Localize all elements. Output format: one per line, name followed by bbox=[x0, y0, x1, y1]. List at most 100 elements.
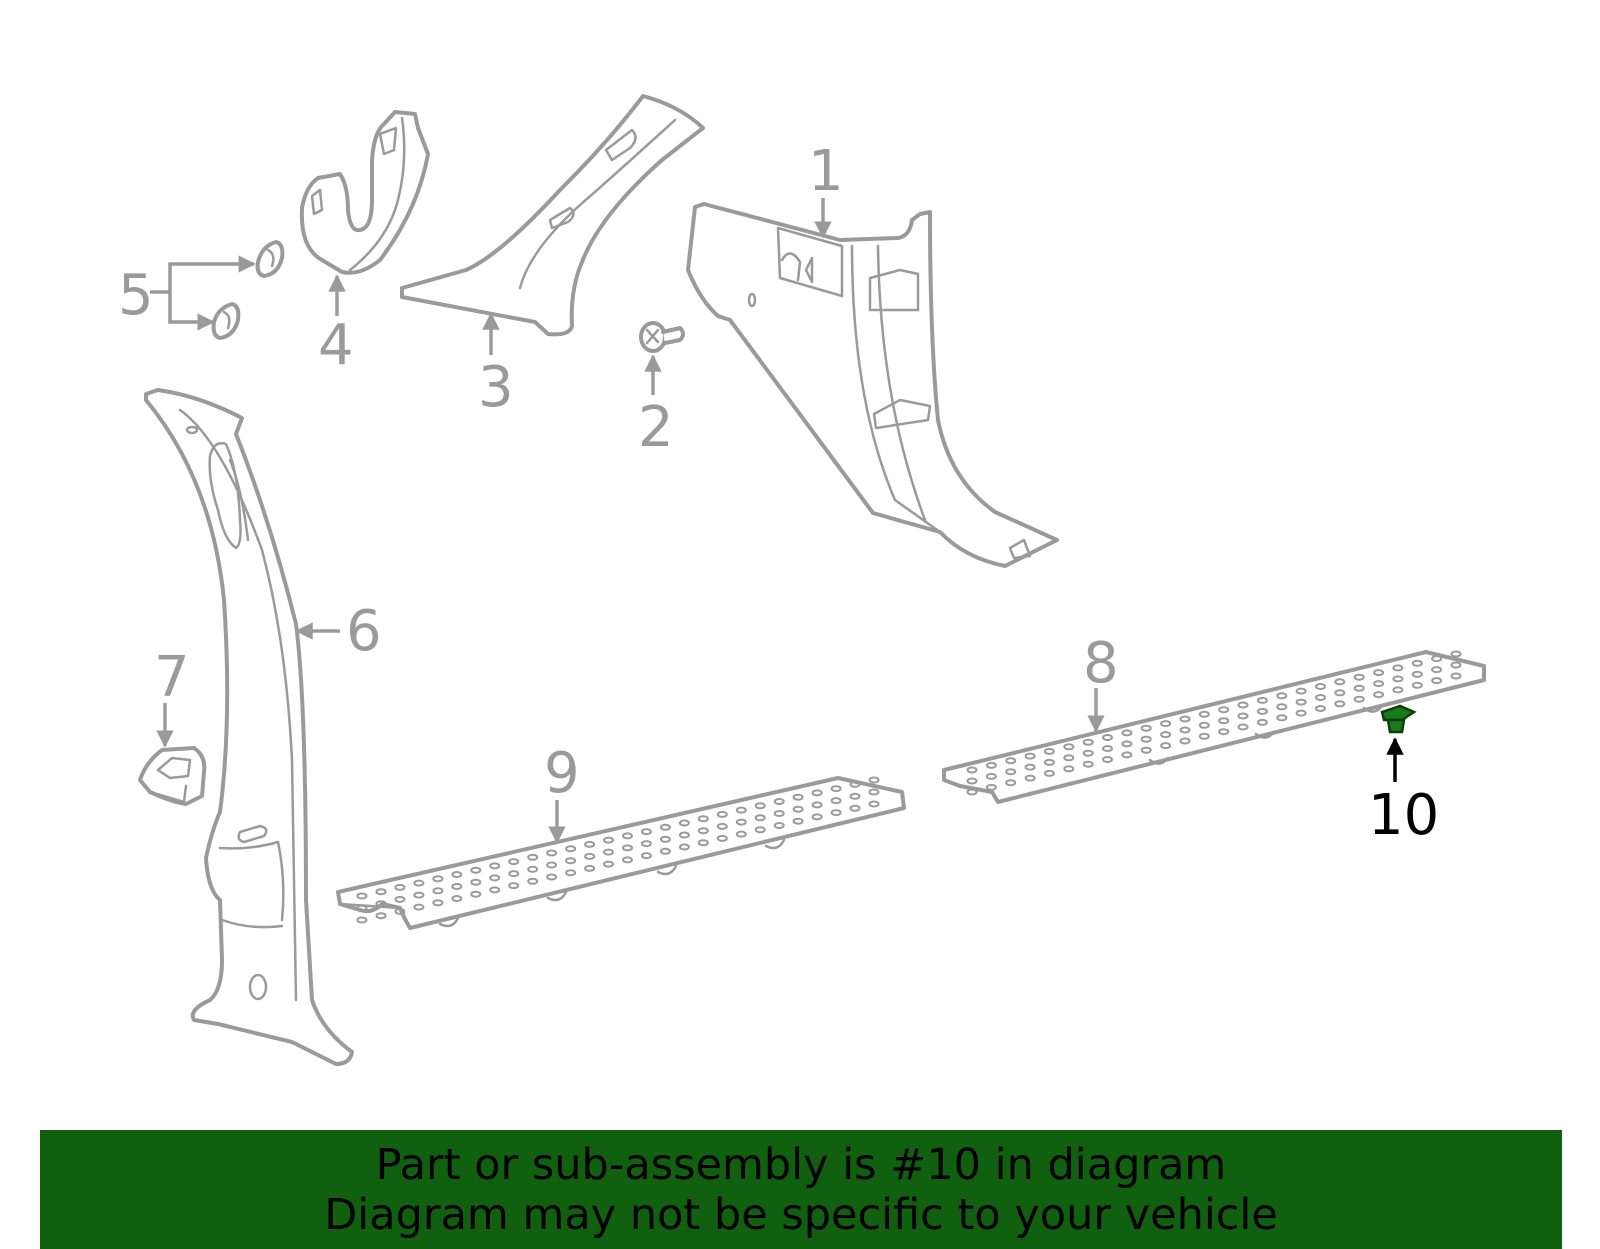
part-10-retainer-clip[interactable] bbox=[1380, 704, 1417, 734]
mounting-hole bbox=[792, 805, 804, 813]
mounting-hole bbox=[659, 823, 671, 831]
mounting-hole bbox=[565, 869, 577, 877]
mounting-hole bbox=[773, 810, 785, 817]
part-9-front-scuff-plate[interactable] bbox=[336, 776, 906, 930]
mounting-hole bbox=[1063, 743, 1075, 751]
mounting-hole bbox=[966, 766, 978, 774]
mounting-hole bbox=[603, 860, 614, 868]
mounting-hole bbox=[1179, 726, 1191, 734]
part-2-push-clip[interactable] bbox=[639, 321, 685, 353]
leader-lines bbox=[150, 198, 1404, 844]
mounting-hole bbox=[678, 819, 690, 827]
part-8-rear-scuff-plate[interactable] bbox=[942, 650, 1486, 804]
mounting-hole bbox=[735, 818, 747, 826]
mounting-hole bbox=[1276, 714, 1288, 722]
mounting-hole bbox=[678, 831, 690, 839]
mounting-hole bbox=[678, 843, 690, 851]
mounting-hole bbox=[1140, 735, 1152, 743]
mounting-hole bbox=[1256, 707, 1268, 715]
mounting-hole bbox=[1102, 734, 1113, 741]
mounting-hole bbox=[1392, 664, 1404, 672]
part-4-bracket[interactable] bbox=[299, 110, 430, 275]
mounting-hole bbox=[716, 834, 728, 842]
mounting-hole bbox=[432, 899, 444, 907]
mounting-hole bbox=[1392, 675, 1404, 683]
mounting-hole bbox=[565, 857, 577, 865]
mounting-hole bbox=[1198, 732, 1210, 740]
mounting-hole bbox=[432, 875, 444, 883]
mounting-hole bbox=[1198, 710, 1210, 718]
mounting-hole bbox=[1237, 712, 1249, 720]
banner-line-part: Part or sub-assembly is #10 in diagram bbox=[375, 1139, 1227, 1190]
mounting-hole bbox=[470, 866, 482, 874]
mounting-hole bbox=[1043, 758, 1055, 766]
mounting-hole bbox=[1237, 701, 1249, 709]
mounting-hole bbox=[356, 916, 368, 924]
mounting-hole bbox=[1102, 745, 1113, 752]
mounting-hole bbox=[1315, 683, 1326, 690]
mounting-hole bbox=[1024, 774, 1036, 782]
mounting-hole bbox=[489, 886, 501, 894]
callout-10-highlighted: 10 bbox=[1368, 783, 1439, 848]
mounting-hole bbox=[1102, 756, 1113, 763]
mounting-hole bbox=[1218, 706, 1230, 714]
mounting-hole bbox=[985, 772, 997, 780]
mounting-hole bbox=[1295, 698, 1307, 706]
mounting-hole bbox=[640, 852, 652, 860]
mounting-hole bbox=[868, 788, 880, 796]
mounting-hole bbox=[1082, 760, 1094, 768]
mounting-hole bbox=[546, 873, 558, 881]
mounting-hole bbox=[1450, 661, 1462, 669]
mounting-hole bbox=[375, 888, 387, 896]
mounting-hole bbox=[697, 827, 709, 835]
mounting-hole bbox=[1140, 724, 1152, 732]
mounting-hole bbox=[830, 797, 842, 805]
mounting-hole bbox=[1063, 754, 1075, 762]
mounting-hole bbox=[413, 891, 425, 899]
mounting-hole bbox=[451, 895, 463, 902]
mounting-hole bbox=[1005, 768, 1017, 776]
mounting-hole bbox=[1198, 721, 1210, 729]
mounting-hole bbox=[1218, 728, 1230, 736]
part-3-pillar-trim[interactable] bbox=[400, 94, 705, 337]
mounting-hole bbox=[985, 783, 997, 791]
mounting-hole bbox=[792, 817, 804, 825]
mounting-hole bbox=[1315, 705, 1326, 712]
mounting-hole bbox=[527, 865, 539, 873]
mounting-hole bbox=[1160, 731, 1172, 739]
mounting-hole bbox=[811, 813, 823, 821]
mounting-hole bbox=[1256, 718, 1268, 726]
mounting-hole bbox=[1392, 686, 1404, 694]
part-7-cover[interactable] bbox=[138, 746, 207, 806]
mounting-hole bbox=[1411, 670, 1423, 678]
mounting-hole bbox=[470, 878, 482, 886]
callout-6: 6 bbox=[346, 599, 382, 664]
part-info-banner: Part or sub-assembly is #10 in diagram D… bbox=[40, 1130, 1562, 1249]
mounting-hole bbox=[432, 887, 444, 895]
mounting-hole bbox=[1334, 689, 1346, 697]
mounting-hole bbox=[1353, 695, 1365, 703]
mounting-hole bbox=[565, 845, 577, 853]
part-1-kick-panel[interactable] bbox=[686, 202, 1059, 568]
mounting-hole bbox=[811, 789, 823, 797]
mounting-hole bbox=[966, 777, 978, 785]
mounting-hole bbox=[375, 900, 387, 908]
mounting-hole bbox=[622, 832, 633, 840]
mounting-hole bbox=[1276, 703, 1288, 711]
callout-9: 9 bbox=[544, 741, 580, 806]
mounting-hole bbox=[754, 802, 766, 810]
mounting-hole bbox=[1431, 666, 1443, 674]
mounting-hole bbox=[849, 792, 861, 800]
mounting-hole bbox=[1082, 738, 1094, 746]
callout-1: 1 bbox=[808, 139, 844, 204]
mounting-hole bbox=[659, 835, 671, 843]
mounting-hole bbox=[394, 883, 406, 891]
part-5-caps[interactable] bbox=[211, 240, 285, 340]
callout-2: 2 bbox=[638, 395, 674, 460]
mounting-hole bbox=[1005, 779, 1017, 787]
part-6-center-pillar[interactable] bbox=[144, 388, 354, 1066]
mounting-hole bbox=[811, 801, 823, 809]
mounting-hole bbox=[356, 904, 368, 912]
callout-5: 5 bbox=[118, 263, 154, 328]
